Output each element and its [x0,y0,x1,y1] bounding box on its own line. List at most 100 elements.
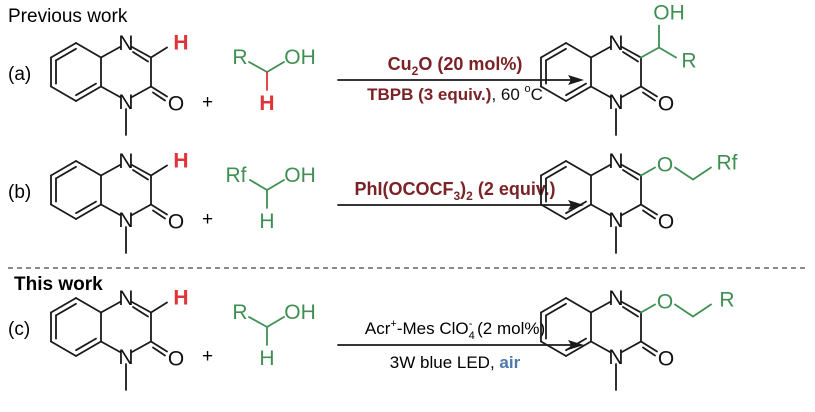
arrow-b [337,200,584,210]
bond [565,85,592,102]
bond [50,160,77,177]
ether-o: O [657,154,673,177]
bond [131,340,152,353]
bond [55,302,77,317]
bond [50,42,77,59]
bond [565,82,587,97]
bond [152,346,166,357]
arrow-a [337,75,584,85]
bond [132,51,149,63]
heading-previous-work: Previous work [8,6,128,27]
plus-a: + [202,92,213,113]
bond [590,203,611,216]
atom-n4: N [118,287,133,310]
bond [100,164,121,177]
bond [75,82,97,97]
label-b: (b) [8,182,31,203]
bond [248,316,268,328]
bond [640,46,660,59]
bond [545,302,567,317]
bond [640,340,658,353]
hydroxyl: OH [284,164,316,187]
bond [545,165,567,180]
conditions-c-top: Acr+-Mes ClO4- (2 mol%) [365,318,545,342]
atom-o-carbonyl: O [658,348,674,371]
atom-o-carbonyl: O [168,211,184,234]
reactive-h: H [173,32,188,55]
bond [75,340,102,357]
bond [248,61,268,73]
conditions-a-top: Cu2O (20 mol%) [388,54,523,78]
alpha-h: H [259,347,274,370]
bond [50,340,77,357]
bond [131,164,152,177]
bond [75,42,102,59]
bond [590,340,611,353]
conditions-a-bottom: TBPB (3 equiv.), 60 oC [367,83,543,104]
atom-o-carbonyl: O [168,93,184,116]
bond [540,203,567,220]
bond [621,85,642,98]
bond [132,306,149,318]
bond [621,164,642,177]
bond [590,85,611,98]
bond [540,297,567,314]
conditions-c-bottom: 3W blue LED, air [390,353,521,372]
bond [75,200,97,215]
bond [621,46,642,59]
bond [540,42,567,59]
bond [75,337,97,352]
bond [590,164,611,177]
bond [266,316,285,328]
bond [131,46,152,59]
bond [100,85,121,98]
bond [150,164,168,177]
bond [565,42,592,59]
bond [131,85,152,98]
bond [621,340,642,353]
bond [622,306,639,318]
bond [565,160,592,177]
label-c: (c) [8,319,30,340]
atom-n1: N [608,91,623,114]
bond [50,297,77,314]
bond [100,301,121,314]
bond [565,340,592,357]
bond [131,301,152,314]
bond [642,91,656,102]
bond [692,166,712,181]
arrow-head [568,75,584,85]
hydroxyl: OH [284,301,316,324]
atom-n1: N [118,346,133,369]
bond [674,303,694,318]
bond [249,179,268,191]
bond [55,47,77,62]
product-hydroxyl: OH [653,2,685,25]
product-r: Rf [717,152,738,175]
bond [642,346,656,357]
bond [100,203,121,216]
atom-n4: N [608,32,623,55]
bond [642,209,656,220]
atom-n4: N [608,287,623,310]
bond [640,203,658,216]
bond [621,301,642,314]
r-group: R [232,46,247,69]
bond [622,169,639,181]
bond [621,203,642,216]
heading-this-work: This work [14,274,103,295]
bond [565,203,592,220]
bond [75,85,102,102]
bond [658,46,677,59]
bond [692,303,712,318]
bond [150,85,168,98]
alpha-h: H [259,210,274,233]
plus-c: + [202,346,213,367]
